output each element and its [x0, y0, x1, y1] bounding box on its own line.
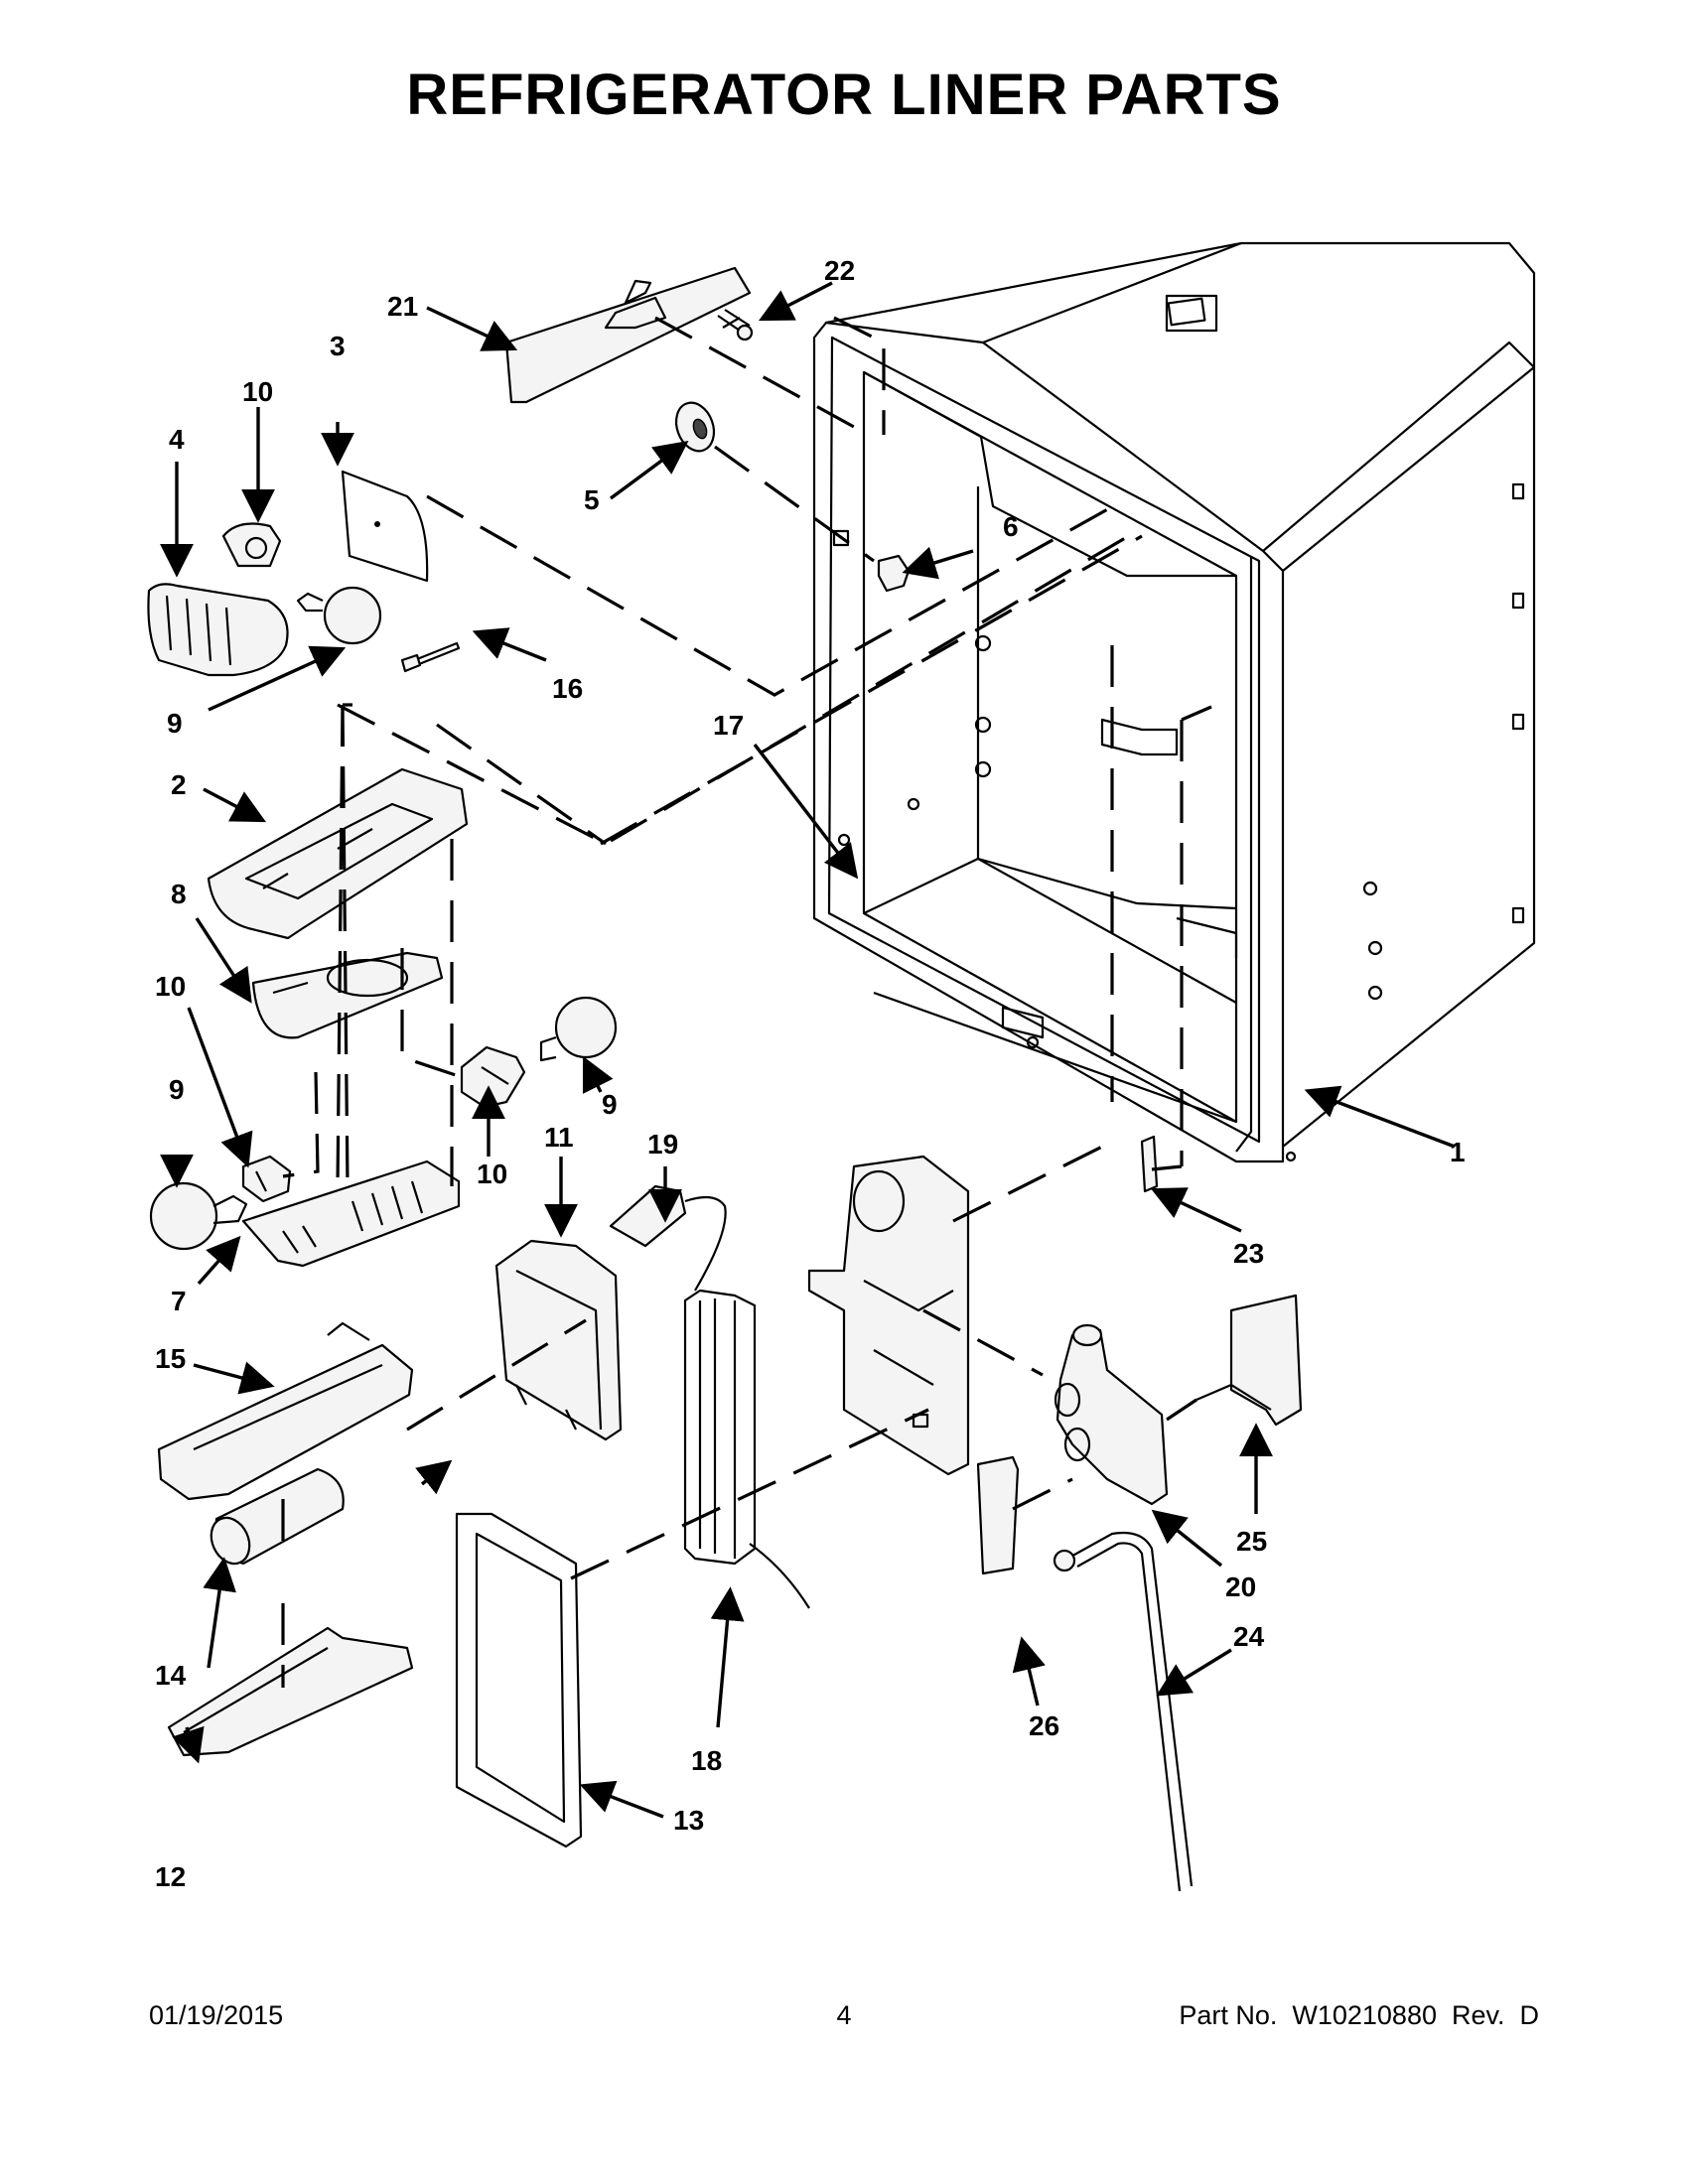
air-cover-part — [504, 266, 752, 404]
callout-17: 17 — [713, 710, 744, 741]
bracket-part — [976, 1455, 1020, 1575]
callout-12: 12 — [155, 1861, 186, 1892]
dispenser-chute-part — [494, 1239, 623, 1441]
light-housing-part — [207, 767, 469, 940]
callout-24: 24 — [1233, 1621, 1265, 1652]
damper-clip-part — [877, 554, 911, 593]
dispenser-housing-part — [807, 1155, 970, 1476]
callout-10a: 10 — [242, 376, 273, 407]
filter-door-part — [167, 1626, 414, 1757]
damper-control-part — [674, 401, 716, 453]
callout-25: 25 — [1236, 1526, 1267, 1557]
filter-housing-part — [157, 1321, 414, 1501]
light-socket-lower-left-part — [241, 1155, 292, 1203]
heater-part — [683, 1289, 810, 1609]
light-lens-part — [147, 583, 289, 677]
water-valve-part — [1054, 1323, 1169, 1506]
valve-bracket-part — [1196, 1294, 1303, 1427]
callout-23: 23 — [1233, 1238, 1264, 1269]
callout-7: 7 — [171, 1286, 187, 1316]
light-bulb-middle-part — [539, 996, 618, 1062]
light-bulb-lower-left-part — [149, 1181, 248, 1251]
footer-page-number: 4 — [836, 2000, 852, 2030]
water-filter-part — [210, 1467, 345, 1566]
light-socket-upper-part — [221, 522, 282, 568]
clip-part — [1140, 1135, 1159, 1193]
callout-21: 21 — [387, 291, 418, 322]
light-shield-part — [341, 470, 429, 583]
thermistor-part — [609, 1184, 727, 1292]
water-tube-part — [1053, 1531, 1194, 1892]
callout-4: 4 — [169, 424, 185, 455]
reflector-part — [251, 951, 444, 1039]
callout-16: 16 — [552, 673, 583, 704]
footer-date: 01/19/2015 — [149, 2000, 284, 2030]
light-socket-middle-part — [460, 1045, 526, 1109]
page-title: REFRIGERATOR LINER PARTS — [406, 63, 1282, 127]
callout-22: 22 — [824, 255, 855, 286]
callout-14: 14 — [155, 1660, 187, 1691]
callout-1: 1 — [1450, 1137, 1466, 1167]
pin-part — [400, 641, 461, 673]
callout-18: 18 — [691, 1745, 722, 1776]
callout-26: 26 — [1029, 1710, 1059, 1741]
callout-5: 5 — [584, 484, 600, 515]
callout-8: 8 — [171, 879, 187, 909]
callout-6: 6 — [1003, 511, 1019, 542]
light-bulb-upper-part — [296, 586, 382, 645]
callout-10b: 10 — [155, 971, 186, 1002]
callout-9c: 9 — [602, 1089, 618, 1120]
callout-labels: 1 2 3 4 5 6 7 8 9 9 9 10 10 10 11 12 13 … — [155, 255, 1466, 1892]
callout-13: 13 — [673, 1805, 704, 1836]
callout-2: 2 — [171, 769, 187, 800]
callout-11: 11 — [544, 1122, 574, 1153]
callout-3: 3 — [330, 331, 346, 361]
callout-19: 19 — [647, 1129, 678, 1160]
footer-part-number: Part No. W10210880 Rev. D — [1179, 2000, 1539, 2030]
callout-9a: 9 — [167, 708, 183, 739]
dispenser-panel-part — [455, 1512, 583, 1848]
refrigerator-liner-part — [812, 241, 1536, 1163]
callout-20: 20 — [1225, 1571, 1256, 1602]
callout-9b: 9 — [169, 1074, 185, 1105]
assembly-lines — [281, 316, 1212, 1688]
callout-arrows — [160, 281, 1456, 1819]
screw-part — [717, 309, 754, 341]
callout-10c: 10 — [477, 1159, 507, 1189]
lower-lens-part — [241, 1160, 461, 1268]
callout-15: 15 — [155, 1343, 186, 1374]
